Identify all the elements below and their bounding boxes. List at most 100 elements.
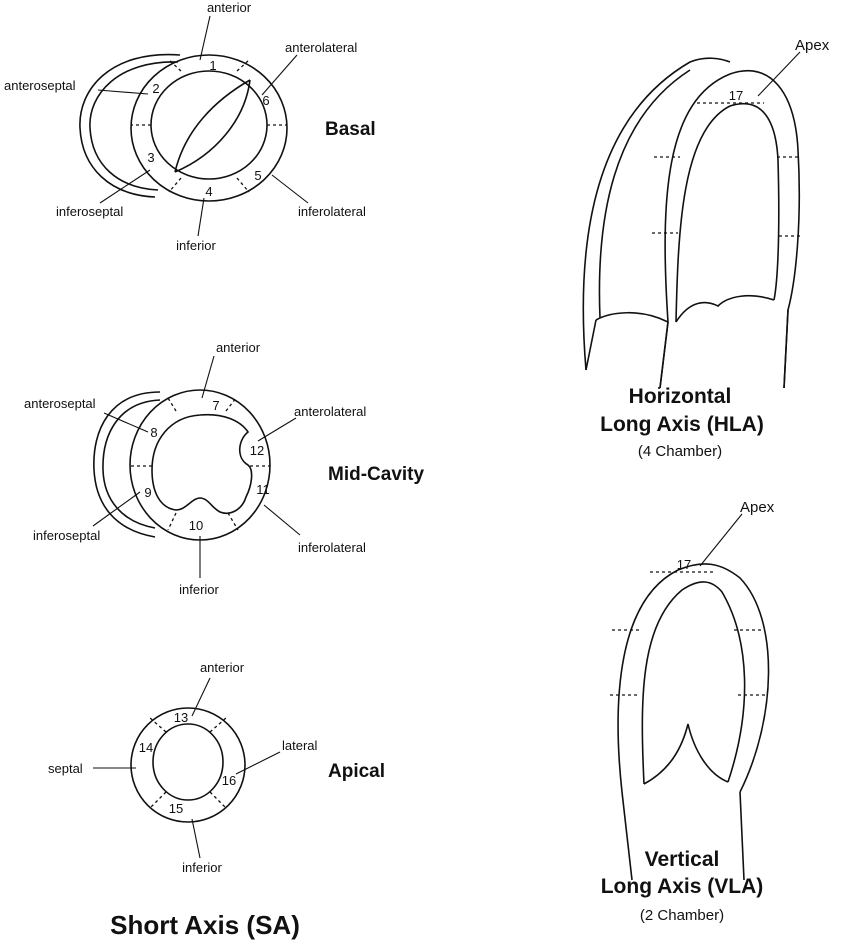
- leader-line: [757, 51, 801, 97]
- vla-title-line1: Vertical: [645, 848, 720, 871]
- mid-divider: [225, 397, 237, 412]
- segment-4: 4: [205, 184, 212, 199]
- label-lateral: lateral: [282, 738, 318, 753]
- vla-title-line2: Long Axis (VLA): [601, 875, 764, 898]
- segment-15: 15: [169, 801, 183, 816]
- basal-rv-inner: [89, 61, 179, 191]
- label-anteroseptal: anteroseptal: [24, 396, 96, 411]
- label-septal: septal: [48, 761, 83, 776]
- apical-divider: [209, 717, 227, 733]
- hla-rv-base: [595, 311, 669, 323]
- vla-diagram: 17 Apex Vertical Long Axis (VLA) (2 Cham…: [601, 387, 775, 924]
- basal-valve-1: [174, 79, 251, 173]
- apical-divider: [209, 791, 227, 809]
- leader-line: [92, 491, 141, 527]
- hla-valve-plane: [675, 294, 775, 323]
- hla-apex-label: Apex: [795, 37, 830, 54]
- vla-outer-wall: [617, 563, 770, 793]
- basal-divider: [168, 59, 182, 72]
- segment-3: 3: [147, 150, 154, 165]
- leader-line: [97, 89, 149, 95]
- apical-divider: [149, 791, 167, 809]
- hla-rv-outer: [582, 57, 731, 371]
- hla-subtitle: (4 Chamber): [638, 443, 722, 460]
- mid-cavity-diagram: 7 8 9 10 11 12 anterior anterolateral an…: [24, 340, 425, 597]
- label-anterolateral: anterolateral: [294, 404, 366, 419]
- leader-line: [99, 169, 151, 204]
- hla-title-line1: Horizontal: [629, 385, 732, 408]
- leader-line: [263, 504, 301, 536]
- basal-divider: [168, 177, 182, 193]
- basal-divider: [236, 59, 250, 72]
- mid-cavity-title: Mid-Cavity: [328, 464, 425, 485]
- leader-line: [197, 197, 205, 237]
- mid-inner-cavity: [151, 413, 253, 514]
- segment-7: 7: [212, 398, 219, 413]
- hla-lv-outer: [659, 69, 801, 389]
- apical-diagram: 13 14 15 16 anterior septal lateral infe…: [48, 660, 385, 875]
- basal-rv-outer: [79, 53, 181, 198]
- leader-line: [261, 54, 298, 96]
- leader-line: [191, 677, 211, 717]
- label-anterior: anterior: [200, 660, 245, 675]
- leader-line: [271, 174, 309, 204]
- segment-10: 10: [189, 518, 203, 533]
- mid-rv-outer: [93, 391, 161, 538]
- label-anterolateral: anterolateral: [285, 40, 357, 55]
- hla-rv-inner: [598, 69, 691, 319]
- segment-1: 1: [209, 58, 216, 73]
- hla-base-right: [783, 309, 789, 389]
- label-inferoseptal: inferoseptal: [33, 528, 100, 543]
- segment-5: 5: [254, 168, 261, 183]
- label-inferolateral: inferolateral: [298, 204, 366, 219]
- segment-14: 14: [139, 740, 153, 755]
- hla-lv-inner: [675, 103, 780, 323]
- vla-segment-17: 17: [677, 557, 691, 572]
- vla-apex-label: Apex: [740, 499, 775, 516]
- label-inferior: inferior: [182, 860, 222, 875]
- segment-8: 8: [150, 425, 157, 440]
- leader-line: [199, 15, 211, 61]
- segment-16: 16: [222, 773, 236, 788]
- basal-outer-ring: [130, 54, 288, 202]
- segment-13: 13: [174, 710, 188, 725]
- leader-line: [699, 513, 743, 567]
- segment-6: 6: [262, 93, 269, 108]
- hla-diagram: 17 Apex Horizontal Long Axis (HLA) (4 Ch…: [582, 37, 830, 460]
- label-anterior: anterior: [216, 340, 261, 355]
- short-axis-title: Short Axis (SA): [110, 910, 300, 940]
- basal-title: Basal: [325, 119, 376, 140]
- hla-base-left: [659, 321, 669, 389]
- mid-divider: [167, 512, 177, 531]
- vla-base-left: [621, 791, 633, 881]
- vla-subtitle: (2 Chamber): [640, 907, 724, 924]
- vla-inner-cavity: [641, 581, 746, 785]
- mid-divider: [227, 512, 239, 531]
- hla-segment-17: 17: [729, 88, 743, 103]
- mid-divider: [167, 397, 177, 412]
- mid-rv-inner: [102, 399, 161, 529]
- leader-line: [257, 417, 297, 442]
- label-inferolateral: inferolateral: [298, 540, 366, 555]
- label-inferior: inferior: [176, 238, 216, 253]
- vla-base-right: [739, 791, 745, 881]
- basal-diagram: 1 2 3 4 5 6 anterior anterolateral anter…: [4, 0, 376, 253]
- apical-title: Apical: [328, 761, 385, 782]
- basal-valve-2: [174, 79, 251, 173]
- apical-outer-ring: [130, 707, 246, 823]
- label-inferoseptal: inferoseptal: [56, 204, 123, 219]
- apical-inner-ring: [152, 723, 224, 801]
- apical-divider: [149, 717, 167, 733]
- segment-11: 11: [256, 482, 270, 497]
- hla-title-line2: Long Axis (HLA): [600, 413, 764, 436]
- leader-line: [201, 355, 215, 399]
- leader-line: [191, 818, 201, 859]
- segment-9: 9: [144, 485, 151, 500]
- leader-line: [103, 412, 149, 433]
- hla-rv-base-line: [585, 319, 597, 371]
- label-anterior: anterior: [207, 0, 252, 15]
- vla-valve-notch: [643, 723, 729, 785]
- segment-2: 2: [152, 81, 159, 96]
- segment-12: 12: [250, 443, 264, 458]
